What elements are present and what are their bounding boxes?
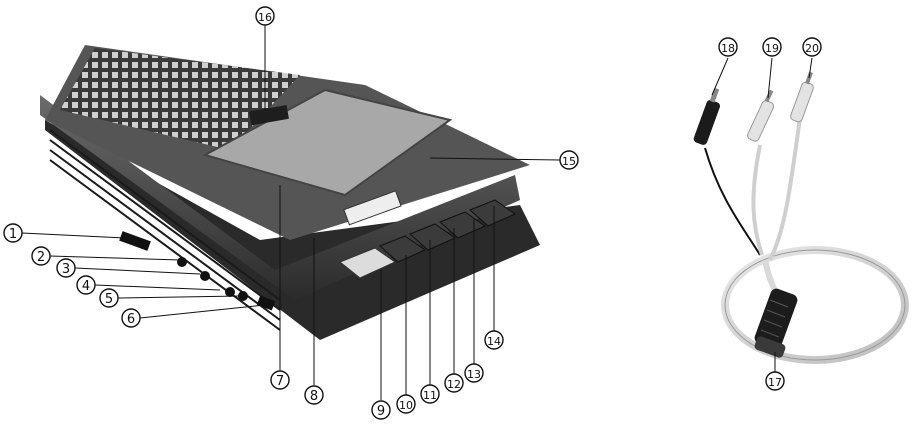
svg-text:2: 2 [37,250,45,265]
wire-black [704,147,761,256]
callout-7: 7 [270,370,290,390]
din-connector [754,288,798,358]
callout-3: 3 [56,258,76,278]
callout-5: 5 [99,288,119,308]
callout-19: 19 [762,37,782,57]
callout-11: 11 [420,384,440,404]
svg-text:4: 4 [82,279,90,294]
wire-right [768,117,802,261]
speaker-grille [60,48,300,150]
callout-markers: 1 2 3 4 5 6 7 8 [3,6,822,420]
callout-9: 9 [371,400,391,420]
side-jacks [119,231,276,311]
callout-13: 13 [464,363,484,383]
svg-text:12: 12 [447,378,461,391]
svg-text:8: 8 [310,389,318,404]
cassette-recorder [40,45,540,340]
callout-10: 10 [396,394,416,414]
svg-text:9: 9 [377,404,385,419]
cable-assembly [693,71,909,364]
callout-12: 12 [444,373,464,393]
plug-black [693,87,720,145]
plug-white-2 [790,71,814,123]
svg-text:15: 15 [562,155,576,168]
svg-text:14: 14 [487,335,501,348]
callout-17: 17 [765,371,785,391]
svg-text:3: 3 [62,262,70,277]
leader-lines [21,25,813,400]
callout-16: 16 [255,6,275,26]
callout-20: 20 [802,37,822,57]
callout-18: 18 [718,37,738,57]
callout-15: 15 [559,150,579,170]
recorder-base-shadow [45,120,540,340]
svg-text:18: 18 [721,42,735,55]
callout-6: 6 [121,308,141,328]
callout-14: 14 [484,330,504,350]
svg-text:1: 1 [9,227,17,242]
svg-text:16: 16 [258,11,272,24]
svg-text:10: 10 [399,399,413,412]
svg-text:6: 6 [127,312,135,327]
handle-slot [249,104,289,126]
plug-white-1 [747,89,775,142]
svg-text:11: 11 [423,389,437,402]
svg-text:5: 5 [105,292,113,307]
brand-badge [343,190,402,226]
callout-8: 8 [304,385,324,405]
svg-text:13: 13 [467,368,481,381]
callout-4: 4 [76,275,96,295]
front-ribs [49,129,281,331]
cassette-compartment [202,88,453,197]
svg-text:19: 19 [765,42,779,55]
cable-coil [721,246,909,364]
svg-text:7: 7 [276,374,284,389]
callout-1: 1 [3,223,23,243]
wire-left [751,144,764,256]
callout-2: 2 [31,246,51,266]
svg-text:20: 20 [805,42,819,55]
svg-text:17: 17 [768,376,782,389]
